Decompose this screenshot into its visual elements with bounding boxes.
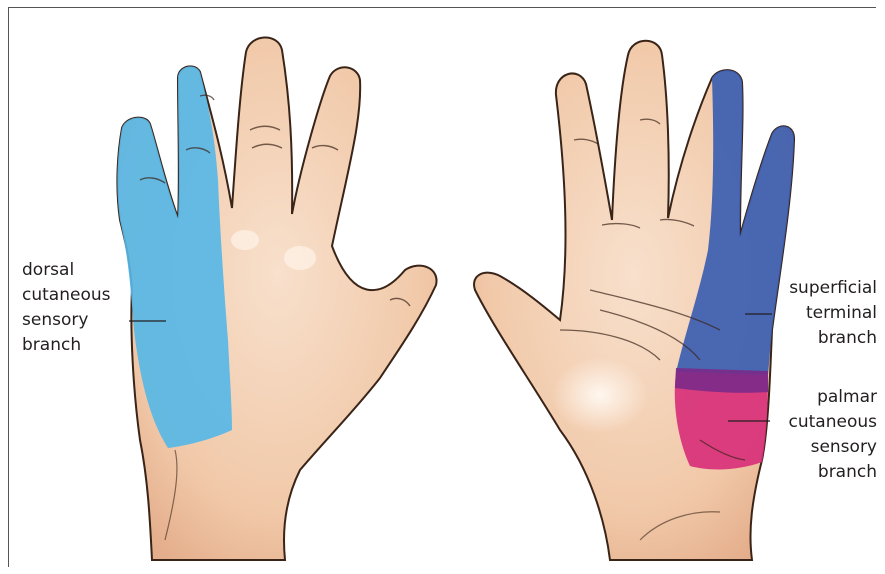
label-line: superficial <box>789 276 877 301</box>
label-line: cutaneous <box>22 283 110 308</box>
label-line: terminal <box>789 301 877 326</box>
label-line: dorsal <box>22 258 110 283</box>
label-superficial-terminal-branch: superficial terminal branch <box>789 276 877 351</box>
label-dorsal-cutaneous-sensory-branch: dorsal cutaneous sensory branch <box>22 258 110 358</box>
label-line: sensory <box>22 308 110 333</box>
label-line: palmar <box>789 385 877 410</box>
label-line: sensory <box>789 435 877 460</box>
label-line: branch <box>789 326 877 351</box>
overlap-region <box>675 368 768 393</box>
label-line: branch <box>22 333 110 358</box>
label-line: branch <box>789 460 877 485</box>
knuckle-highlight <box>284 246 316 270</box>
palm-highlight <box>552 357 648 433</box>
label-palmar-cutaneous-sensory-branch: palmar cutaneous sensory branch <box>789 385 877 485</box>
left-hand-dorsal <box>117 37 436 560</box>
right-hand-palmar <box>474 41 794 560</box>
knuckle-highlight <box>231 230 259 250</box>
label-line: cutaneous <box>789 410 877 435</box>
